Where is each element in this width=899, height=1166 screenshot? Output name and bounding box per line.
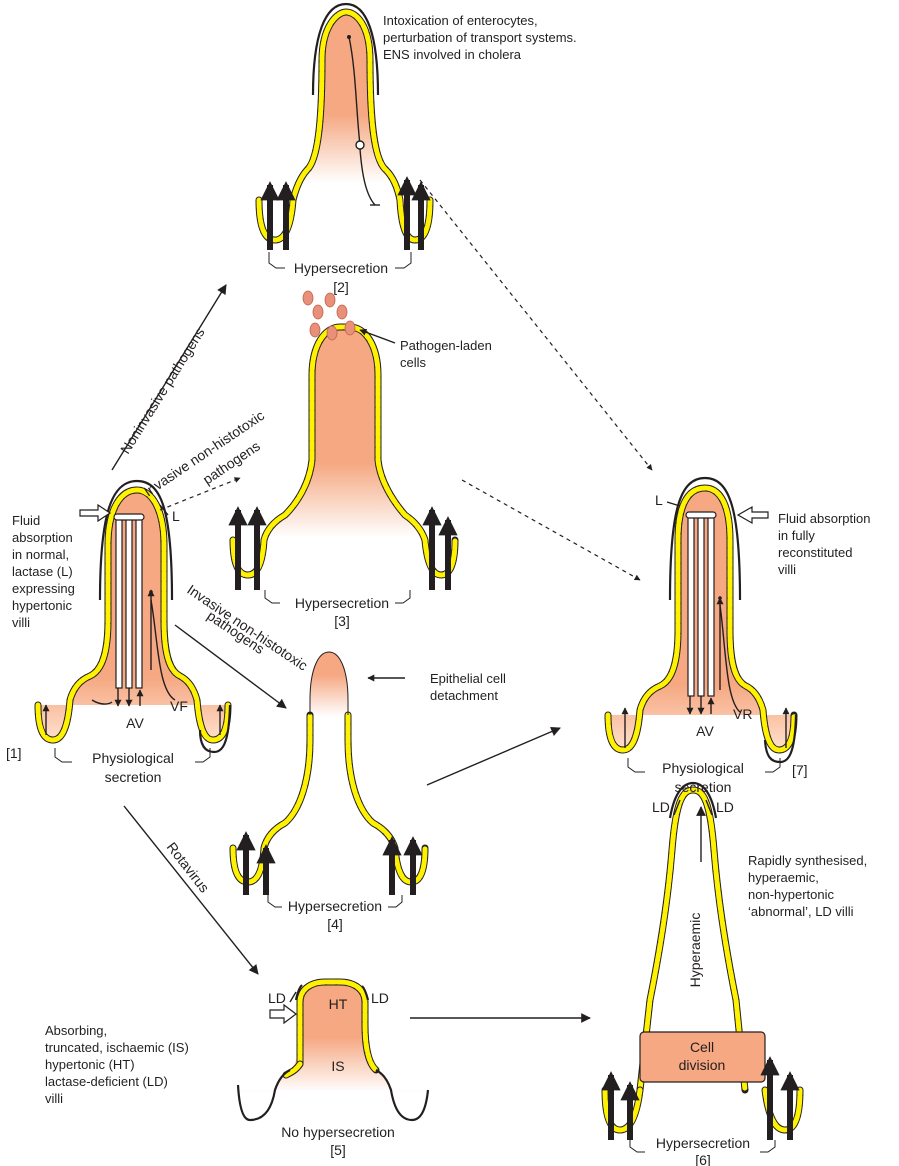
stage-6-note-line-1: Rapidly synthesised,	[748, 853, 867, 868]
stage-6-cell-division-line-2: division	[679, 1057, 726, 1073]
stage-1-VF-label: VF	[170, 698, 188, 714]
stage-6-note-line-2: hyperaemic,	[748, 870, 819, 885]
stage3-to-stage7-arrow	[462, 480, 640, 580]
stage-4-secretion: Hypersecretion	[288, 898, 382, 914]
stage-4-note-line-2: detachment	[430, 688, 498, 703]
stage-3-note-line-1: Pathogen-laden	[400, 338, 492, 353]
stage-7-note-line-2: in fully	[778, 528, 815, 543]
stage-1-note-line-3: in normal,	[12, 547, 69, 562]
stage-7-L-label: L	[655, 492, 663, 508]
stage-1-note-line-5: expressing	[12, 581, 75, 596]
stage-7-AV-label: AV	[696, 723, 714, 739]
stage-1-AV-label: AV	[126, 715, 144, 731]
stage-3-note-line-2: cells	[400, 355, 427, 370]
stage-6-cell-division-line-1: Cell	[690, 1039, 714, 1055]
stage-2-number: [2]	[333, 279, 349, 295]
stage-7-note-line-1: Fluid absorption	[778, 511, 871, 526]
stage-6-secretion: Hypersecretion	[656, 1135, 750, 1151]
stage-3-secretion: Hypersecretion	[295, 595, 389, 611]
stage-5-note-line-4: lactase-deficient (LD)	[45, 1074, 168, 1089]
stage-1-L-label: L	[172, 508, 180, 524]
stage-7-VR-label: VR	[733, 706, 752, 722]
stage-3-number: [3]	[334, 613, 350, 629]
stage-4-note-line-1: Epithelial cell	[430, 671, 506, 686]
stage-1-note-line-4: lactase (L)	[12, 564, 73, 579]
stage-6-hyperaemic-label: Hyperaemic	[687, 913, 703, 988]
stage-1-note-line-1: Fluid	[12, 513, 40, 528]
stage-2-note-line-3: ENS involved in cholera	[383, 47, 522, 62]
stage-7-secretion-line-1: Physiological	[662, 760, 744, 776]
stage-1-note-line-6: hypertonic	[12, 598, 72, 613]
stage-5-note-line-2: truncated, ischaemic (IS)	[45, 1040, 189, 1055]
stage-7-number: [7]	[792, 762, 808, 778]
stage-6-note-line-4: ‘abnormal’, LD villi	[748, 904, 854, 919]
stage-1-secretion-line-2: secretion	[105, 769, 162, 785]
stage-7-note-line-4: villi	[778, 562, 796, 577]
stage-6-LD-right: LD	[716, 799, 734, 815]
stage-5-note-line-1: Absorbing,	[45, 1023, 107, 1038]
stage-6-LD-left: LD	[652, 799, 670, 815]
stage-5-secretion: No hypersecretion	[281, 1124, 395, 1140]
stage-5-note-line-5: villi	[45, 1091, 63, 1106]
stage-4-number: [4]	[327, 916, 343, 932]
stage-5-HT-label: HT	[329, 996, 348, 1012]
stage-1-note-line-2: absorption	[12, 530, 73, 545]
stage-6-note-line-3: non-hypertonic	[748, 887, 834, 902]
stage-5-IS-label: IS	[331, 1058, 344, 1074]
stage-7-secretion-line-2: secretion	[675, 779, 732, 795]
stage-5-LD-right: LD	[371, 990, 389, 1006]
stage-2-note-line-2: perturbation of transport systems.	[383, 30, 577, 45]
stage-5-number: [5]	[330, 1142, 346, 1158]
stage-2-secretion: Hypersecretion	[294, 260, 388, 276]
stage-1-secretion-line-1: Physiological	[92, 750, 174, 766]
stage-1-note-line-7: villi	[12, 615, 30, 630]
stage4-to-stage7-arrow	[427, 728, 560, 785]
stage-7-note-line-3: reconstituted	[778, 545, 852, 560]
stage-2-note-line-1: Intoxication of enterocytes,	[383, 13, 538, 28]
stage-5-LD-left: LD	[268, 990, 286, 1006]
stage-6-number: [6]	[695, 1152, 711, 1166]
invasive-2-label-line-1: Invasive non-histotoxic	[184, 581, 310, 673]
noninvasive-pathogens-label: Noninvasive pathogens	[117, 325, 208, 457]
stage-1-number: [1]	[6, 745, 22, 761]
stage-5-note-line-3: hypertonic (HT)	[45, 1057, 135, 1072]
rotavirus-arrow	[124, 806, 258, 974]
stage2-to-stage7-arrow	[420, 180, 652, 470]
